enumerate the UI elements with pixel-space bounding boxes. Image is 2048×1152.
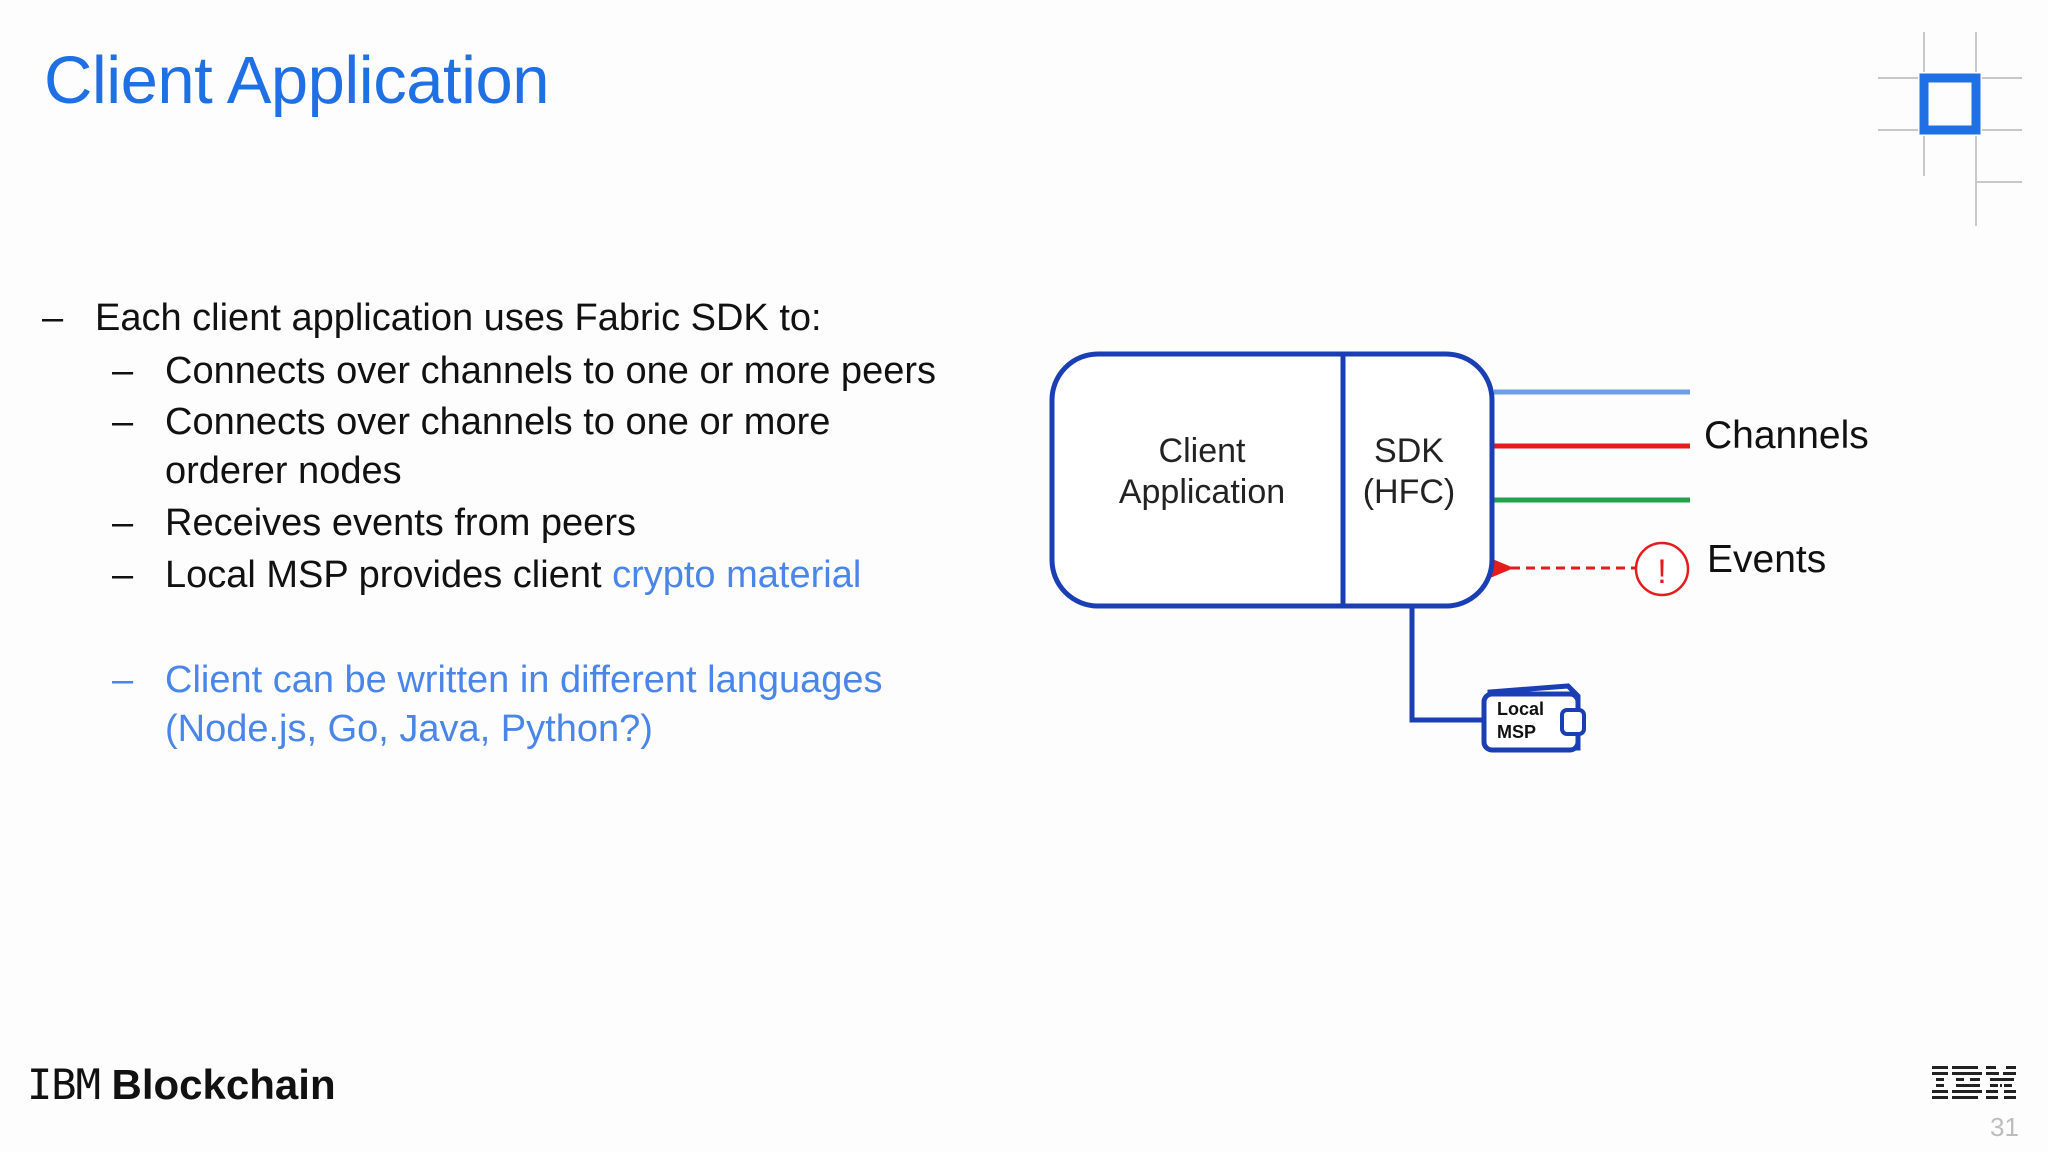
events-label: Events: [1707, 538, 1826, 581]
msp-label-line1: Local: [1497, 699, 1544, 719]
ibm-logo-icon: [1932, 1066, 2016, 1099]
channels-label: Channels: [1704, 414, 1869, 457]
bullet-dash: –: [112, 659, 134, 701]
footer-brand: IBM Blockchain: [27, 1060, 336, 1109]
local-msp-wallet-icon: Local MSP: [1481, 683, 1586, 753]
bullet-dash: –: [112, 401, 134, 443]
bullet-dash: –: [42, 297, 64, 339]
bullet-dash: –: [112, 502, 134, 544]
bullet-text-highlight: crypto material: [612, 554, 862, 596]
bullet-text: Local MSP provides client crypto materia…: [165, 551, 861, 599]
bullet-text-continued: orderer nodes: [165, 450, 402, 492]
bullet-text: Client can be written in different langu…: [165, 659, 883, 701]
msp-connector: [1409, 606, 1484, 723]
event-alert-icon: [1634, 541, 1690, 597]
bullet-dash: –: [112, 554, 134, 596]
brand-ibm: IBM: [27, 1060, 101, 1109]
bullet-text: Receives events from peers: [165, 502, 636, 544]
bullet-text: Connects over channels to one or more pe…: [165, 350, 936, 392]
client-label-line1: Client: [1159, 432, 1246, 470]
client-application-box: [1049, 351, 1495, 609]
event-alert-glyph: !: [1657, 553, 1666, 591]
msp-label-line2: MSP: [1497, 722, 1536, 742]
bullet-text-continued: (Node.js, Go, Java, Python?): [165, 708, 653, 750]
bullet-dash: –: [112, 350, 134, 392]
bullet-text: Each client application uses Fabric SDK …: [95, 297, 822, 339]
sdk-label-line1: SDK: [1374, 432, 1444, 470]
blockchain-grid-icon: [1878, 32, 2022, 226]
brand-product: Blockchain: [111, 1061, 336, 1108]
bullet-text: Connects over channels to one or more: [165, 401, 831, 443]
page-number: 31: [1990, 1112, 2019, 1142]
bullet-text-plain: Local MSP provides client: [165, 554, 613, 596]
sdk-label-line2: (HFC): [1363, 473, 1456, 511]
client-label-line2: Application: [1119, 473, 1285, 511]
slide-title: Client Application: [44, 43, 549, 118]
